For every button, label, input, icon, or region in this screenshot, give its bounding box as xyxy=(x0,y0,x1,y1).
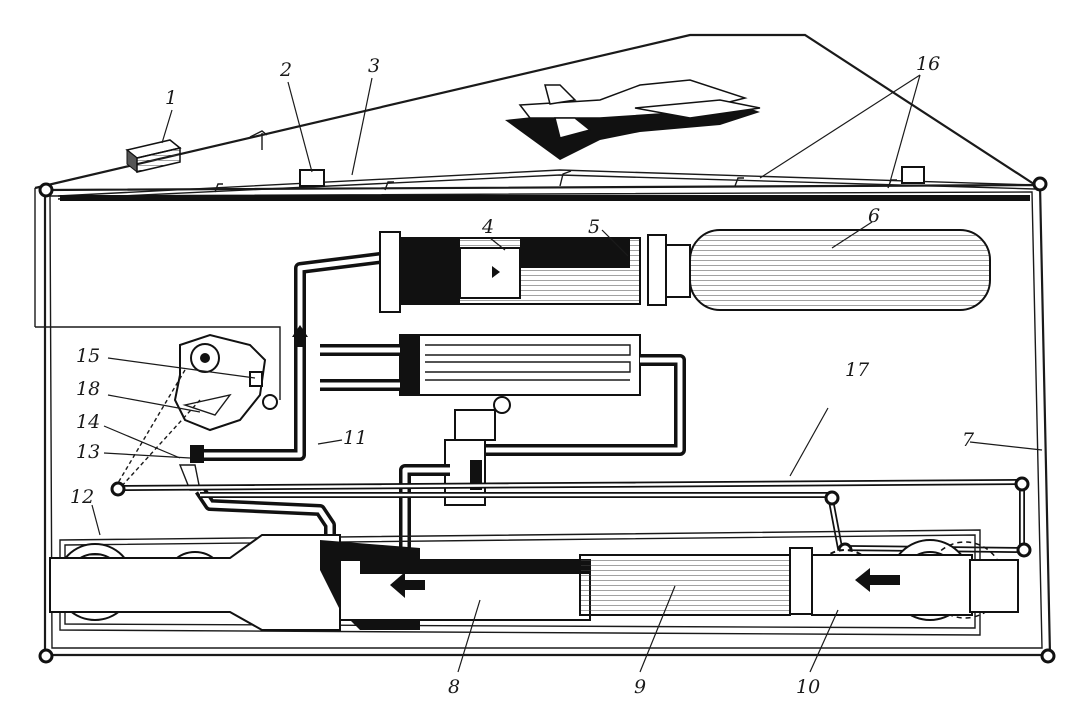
callout-9: 9 xyxy=(634,676,646,698)
callout-13: 13 xyxy=(76,441,100,463)
callout-12: 12 xyxy=(70,486,94,508)
callout-5: 5 xyxy=(588,216,600,238)
control-box xyxy=(125,139,182,174)
flight-deck xyxy=(57,169,1036,201)
callout-10: 10 xyxy=(796,676,820,698)
valve-pipe xyxy=(399,464,450,555)
callout-14: 14 xyxy=(76,411,100,433)
steam-pipe xyxy=(190,252,381,461)
leader-lines xyxy=(91,74,1043,673)
callout-18: 18 xyxy=(76,378,100,400)
callout-1: 1 xyxy=(165,87,177,109)
deck-shuttle-right xyxy=(901,166,925,184)
callout-8: 8 xyxy=(448,676,460,698)
callout-7: 7 xyxy=(962,429,975,451)
drive-chain xyxy=(114,369,201,489)
callout-3: 3 xyxy=(368,55,380,77)
flow-arrow-left xyxy=(390,572,425,598)
callout-4: 4 xyxy=(481,216,494,238)
accumulator-tank xyxy=(689,229,991,311)
callout-2: 2 xyxy=(279,59,292,81)
flow-arrow-left-right xyxy=(855,568,900,592)
launch-valve xyxy=(444,396,511,506)
callout-labels: 1 2 3 4 5 6 7 8 9 10 11 12 13 14 15 16 1… xyxy=(70,53,975,698)
aircraft xyxy=(505,79,761,160)
return-line xyxy=(480,354,686,456)
callout-15: 15 xyxy=(76,345,100,367)
launch-cylinder xyxy=(49,534,1019,631)
cylinder-flange xyxy=(647,234,691,306)
deck-lever xyxy=(249,130,268,150)
callout-17: 17 xyxy=(845,359,870,381)
heat-exchanger xyxy=(320,334,641,396)
callout-6: 6 xyxy=(868,205,880,227)
callout-16: 16 xyxy=(916,53,940,75)
flow-arrow-up xyxy=(292,325,308,347)
callout-11: 11 xyxy=(343,427,367,449)
control-unit xyxy=(173,333,278,491)
deck-shuttle-left xyxy=(299,169,325,187)
upper-cylinder xyxy=(379,231,641,313)
